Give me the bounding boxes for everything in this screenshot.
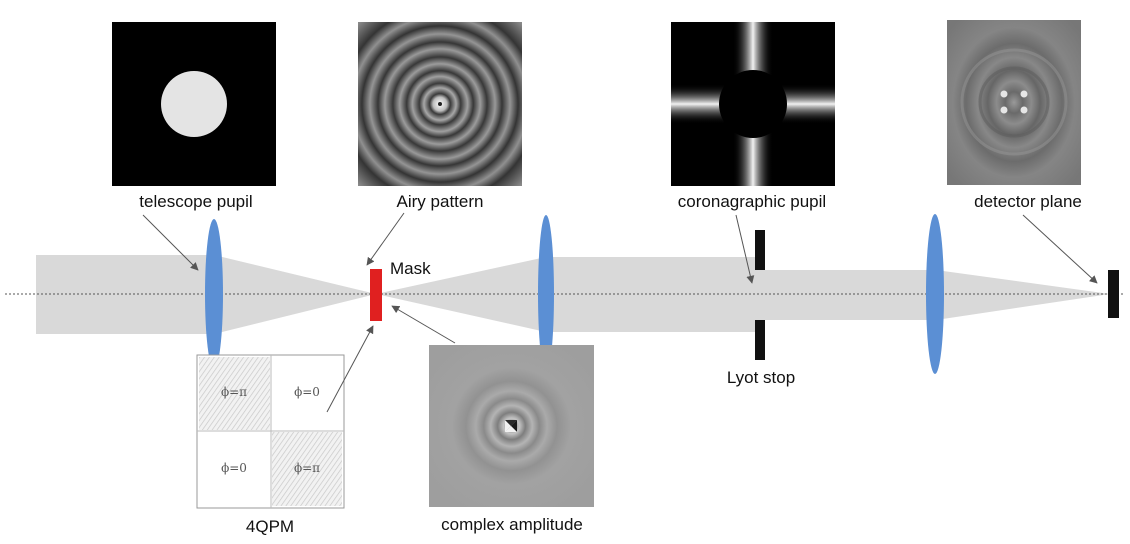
arrow-detector-plane xyxy=(1022,214,1098,284)
label-complex-amplitude: complex amplitude xyxy=(441,515,583,534)
qpm-image: ϕ=π ϕ=0 ϕ=0 ϕ=π xyxy=(196,354,345,509)
qpm-quadrant-bottom-right xyxy=(272,432,342,506)
qpm-phase-top-right: ϕ=0 xyxy=(294,385,320,399)
label-qpm: 4QPM xyxy=(246,517,294,536)
lens-2 xyxy=(538,215,554,373)
detector-element xyxy=(1108,270,1119,318)
lyot-stop-lower xyxy=(755,320,765,360)
coronagraphic-pupil-image xyxy=(671,22,835,186)
label-airy-pattern: Airy pattern xyxy=(397,192,484,211)
arrow-complex-amplitude xyxy=(391,305,456,344)
qpm-quadrant-top-left xyxy=(199,357,270,430)
beam-to-detector xyxy=(936,270,1110,320)
arrow-airy-pattern xyxy=(366,212,405,266)
complex-amplitude-image xyxy=(429,345,594,507)
qpm-phase-top-left: ϕ=π xyxy=(221,385,247,399)
beam-path xyxy=(5,255,1125,334)
qpm-quadrant-bottom-left xyxy=(199,432,270,506)
detector-plane-image xyxy=(947,20,1081,185)
label-coronagraphic-pupil: coronagraphic pupil xyxy=(678,192,826,211)
label-mask: Mask xyxy=(390,259,431,278)
mask-element xyxy=(370,269,382,321)
qpm-quadrant-top-right xyxy=(272,357,342,430)
telescope-pupil-image xyxy=(112,22,276,186)
arrow-telescope-pupil xyxy=(142,214,199,271)
lens-1 xyxy=(205,219,223,369)
label-lyot-stop: Lyot stop xyxy=(727,368,795,387)
label-detector-plane: detector plane xyxy=(974,192,1082,211)
qpm-phase-bottom-right: ϕ=π xyxy=(294,461,320,475)
lyot-stop-upper xyxy=(755,230,765,270)
airy-pattern-image xyxy=(358,22,522,186)
lens-3 xyxy=(926,214,944,374)
qpm-phase-bottom-left: ϕ=0 xyxy=(221,461,247,475)
beam-after-stop xyxy=(760,270,936,320)
arrow-qpm xyxy=(326,325,374,413)
arrow-coronagraphic-pupil xyxy=(735,214,755,284)
label-telescope-pupil: telescope pupil xyxy=(139,192,252,211)
